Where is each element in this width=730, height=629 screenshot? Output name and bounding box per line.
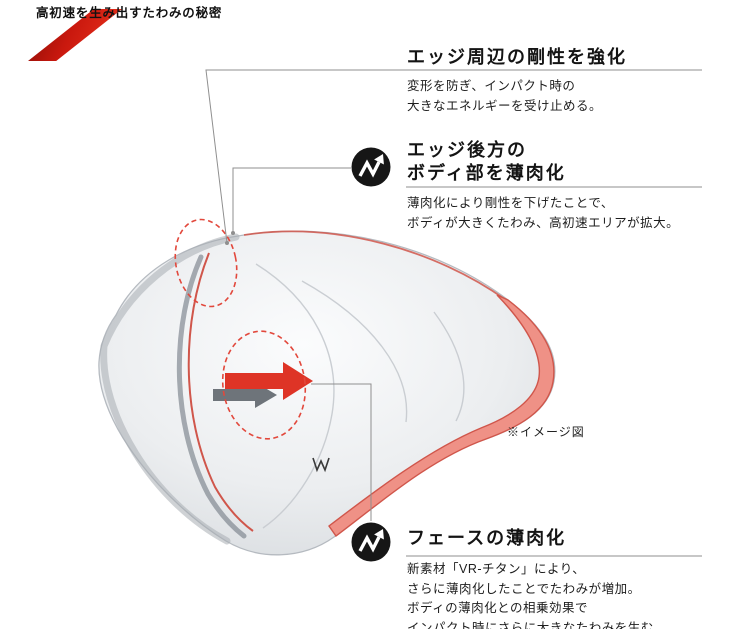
callout-dot-2 <box>231 231 235 235</box>
description-line: ボディが大きくたわみ、高初速エリアが拡大。 <box>407 215 680 230</box>
description-line: 大きなエネルギーを受け止める。 <box>407 98 603 113</box>
flex-arrow-icon <box>351 147 391 187</box>
callout-title: エッジ後方の <box>407 140 527 160</box>
image-note: ※イメージ図 <box>507 425 585 439</box>
callout-description: 変形を防ぎ、インパクト時の 大きなエネルギーを受け止める。 <box>407 77 707 116</box>
callout-dot-1 <box>225 241 229 245</box>
callout-edge-rigidity: エッジ周辺の剛性を強化 変形を防ぎ、インパクト時の 大きなエネルギーを受け止める… <box>407 46 707 116</box>
dashed-circle-face <box>221 330 307 440</box>
description-line: 変形を防ぎ、インパクト時の <box>407 79 576 93</box>
callout-line-edge-rigidity <box>205 69 702 244</box>
club-head-body <box>98 230 556 556</box>
page-title: 高初速を生み出すたわみの秘密 <box>36 6 223 20</box>
sole-rim-shading <box>100 233 240 545</box>
red-arrow <box>225 362 313 400</box>
callout-title: エッジ周辺の剛性を強化 <box>407 47 627 67</box>
description-line: ボディの薄肉化との相乗効果で <box>407 601 589 615</box>
callout-description: 新素材「VR-チタン」により、 さらに薄肉化したことでたわみが増加。 ボディの薄… <box>407 560 707 629</box>
sole-marking <box>312 457 330 473</box>
callout-description: 薄肉化により剛性を下げたことで、 ボディが大きくたわみ、高初速エリアが拡大。 <box>407 194 707 233</box>
crown-red-edge <box>243 230 507 301</box>
callout-lines <box>205 69 702 557</box>
body-contour-lines <box>255 263 465 529</box>
callout-face-thinning: フェースの薄肉化 新素材「VR-チタン」により、 さらに薄肉化したことでたわみが… <box>407 527 707 629</box>
description-line: 新素材「VR-チタン」により、 <box>407 562 586 576</box>
face-cut-edge <box>187 252 254 532</box>
callout-body-thinning: エッジ後方の ボディ部を薄肉化 薄肉化により剛性を下げたことで、 ボディが大きく… <box>407 139 707 233</box>
callout-line-body-thinning <box>232 167 351 233</box>
description-line: さらに薄肉化したことでたわみが増加。 <box>407 581 641 596</box>
description-line: 薄肉化により剛性を下げたことで、 <box>407 196 614 210</box>
dashed-circle-edge <box>174 218 238 308</box>
face-cut-shading <box>176 254 247 539</box>
cross-section-band <box>328 294 555 537</box>
flex-arrow-icon <box>351 522 391 562</box>
description-line: インパクト時にさらに大きなたわみを生む。 <box>407 620 667 629</box>
callout-line-face-thinning <box>311 383 372 521</box>
callout-title: ボディ部を薄肉化 <box>407 163 566 183</box>
callout-title: フェースの薄肉化 <box>407 528 567 548</box>
